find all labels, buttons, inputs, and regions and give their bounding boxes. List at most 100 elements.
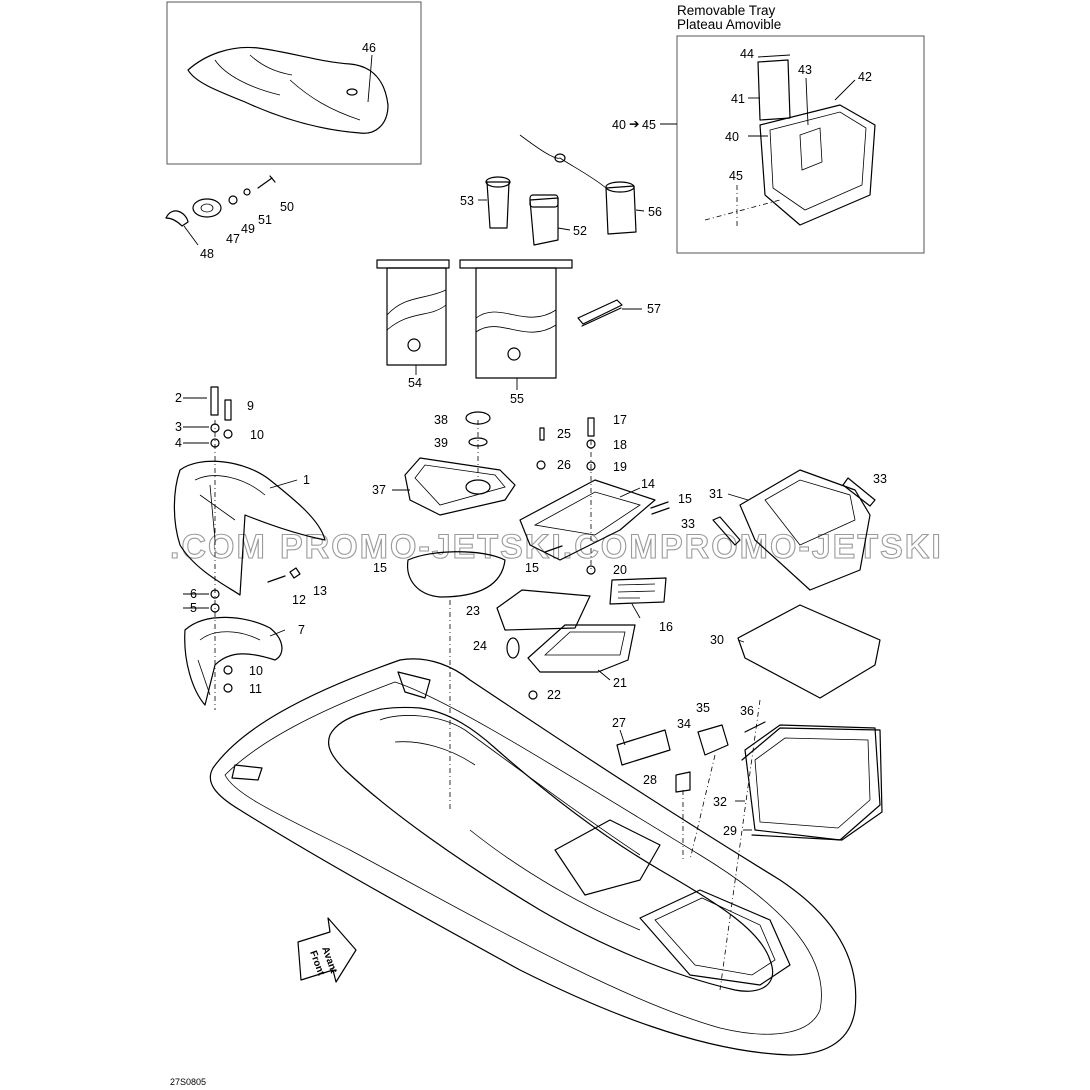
callout-label: 4 [175,436,182,450]
tray-range-arrow-icon: ➔ [629,117,640,131]
callout-label: 51 [258,213,272,227]
removable-tray-box: Removable Tray Plateau Amovible [660,3,925,254]
front-arrow-shape [297,917,357,983]
cover-7 [184,616,283,706]
callout-label: 53 [460,194,474,208]
callout-label: 41 [731,92,745,106]
deck-tab [397,671,431,699]
callout-label: 49 [241,222,255,236]
support-14-detail [533,491,641,536]
glove-box-37 [404,457,516,516]
callout-label: 5 [190,601,197,615]
latch-assembly [165,175,276,246]
callout-label: 55 [510,392,524,406]
handle-1-detail [194,475,266,541]
callout-label: 15 [525,561,539,575]
deck-inner-line [224,681,822,1035]
figure-code: 27S0805 [170,1077,206,1087]
watermark-text-left: .COM [170,528,267,566]
small-storage-parts [478,134,645,327]
latch-hook [165,210,189,227]
callout-label: 20 [613,563,627,577]
callout-label: 43 [798,63,812,77]
callout-label: 40 [725,130,739,144]
tray-inner [769,111,867,211]
callout-label: 15 [373,561,387,575]
screw-9 [224,399,232,421]
callout-label: 28 [643,773,657,787]
gasket-30 [737,604,881,699]
frame-21 [527,624,636,673]
callout-labels: 1 2 3 4 5 6 7 9 10 10 11 12 13 14 15 15 … [175,41,887,838]
callout-label: 11 [249,682,262,696]
strap-57 [577,299,623,327]
storage-bags [376,259,573,390]
callout-label: 1 [303,473,310,487]
callout-label: 27 [612,716,626,730]
strip-15-lower [544,545,563,553]
callout-label: 54 [408,376,422,390]
callout-label: 50 [280,200,294,214]
bag-55 [475,267,557,379]
storage-opening [639,889,791,986]
gasket-23 [496,589,591,631]
glove-box-parts [392,411,516,598]
container-52 [529,197,559,246]
callout-label: 38 [434,413,448,427]
strip-15 [650,501,670,515]
callout-label: 33 [873,472,887,486]
callout-label: 32 [713,795,727,809]
rim-32 [741,727,883,841]
tray-body [759,104,876,226]
tray-divider [799,127,823,171]
tray-range-callout: 40 ➔ 45 [612,117,656,132]
callout-label: 46 [362,41,376,55]
washer-49 [228,195,238,205]
cover-folds [214,54,361,121]
o-ring-24 [506,637,520,659]
cover-inset-frame [166,1,422,165]
cover-7-detail [197,631,261,696]
callout-label: 29 [723,824,737,838]
callout-label: 31 [709,487,723,501]
callout-label: 52 [573,224,587,238]
latch-plate [192,198,222,218]
deck-hull [209,658,857,1056]
pin-36 [744,721,766,733]
tray-title-fr: Plateau Amovible [677,17,781,32]
callout-label: 37 [372,483,386,497]
callout-label: 13 [313,584,327,598]
screw-12 [267,575,286,583]
rear-handle-parts [173,386,326,710]
storage-lid-31 [739,469,871,591]
callout-label: 19 [613,460,627,474]
storage-bin-29 [744,724,881,841]
callout-label: 34 [677,717,691,731]
callout-label: 16 [659,620,673,634]
watermark-text-center: PROMO-JETSKI.COM [280,528,660,566]
callout-label: 26 [557,458,571,472]
plate-27 [616,729,671,766]
tray-range-to: 45 [642,118,656,132]
bag-54-clamp [376,259,450,269]
callout-label: 2 [175,391,182,405]
bag-54-graphic [386,289,447,331]
callout-label: 18 [613,438,627,452]
console-opening [554,819,661,896]
fitting-28 [675,771,691,793]
latch-35 [697,724,729,756]
front-arrow: Front Avant [297,917,357,983]
callout-label: 12 [292,593,306,607]
front-storage-parts [712,469,883,841]
deck-outline [209,658,857,1056]
callout-label: 6 [190,587,197,601]
callout-label: 23 [466,604,480,618]
watercraft-cover [187,46,389,134]
callout-label: 14 [641,477,655,491]
label-16 [609,577,667,605]
callout-label: 15 [678,492,692,506]
glove-box-37-rim [414,464,506,506]
storage-lid-31-detail [764,479,856,546]
callout-label: 48 [200,247,214,261]
